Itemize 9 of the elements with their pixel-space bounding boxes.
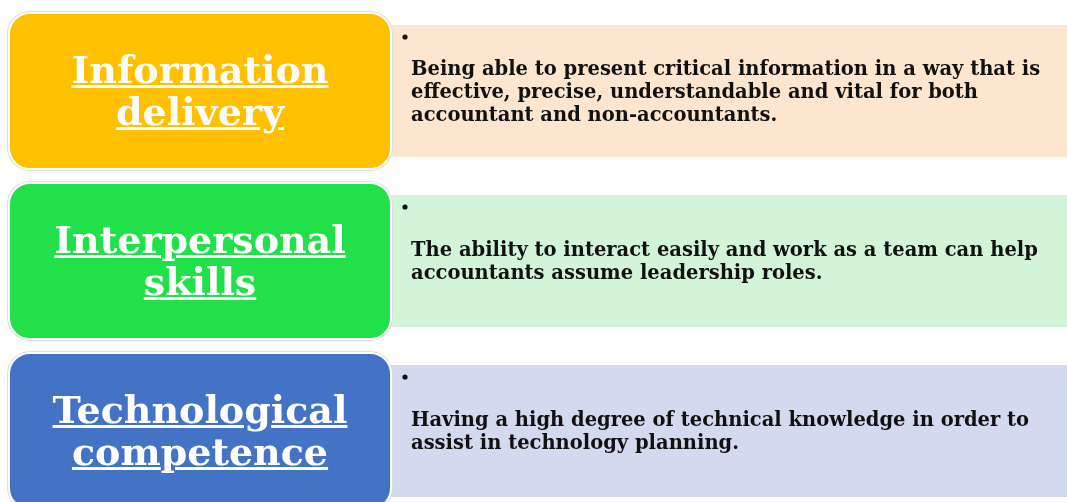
description-text: Having a high degree of technical knowledge in order to assist in technology planning.	[411, 408, 1031, 454]
heading-text: Technological competence	[51, 389, 349, 473]
heading-box	[8, 12, 392, 170]
heading-box	[8, 182, 392, 340]
description-text: Being able to present critical information in a way that is effective, precise, understandable and vital for both accountant and non-accountants.	[411, 56, 1042, 126]
description-text: The ability to interact easily and work as a team can help accountants assume leadership roles.	[411, 238, 1039, 284]
heading-box	[8, 352, 392, 502]
heading-text: Interpersonal skills	[53, 219, 347, 303]
heading-text: Information delivery	[70, 49, 330, 133]
